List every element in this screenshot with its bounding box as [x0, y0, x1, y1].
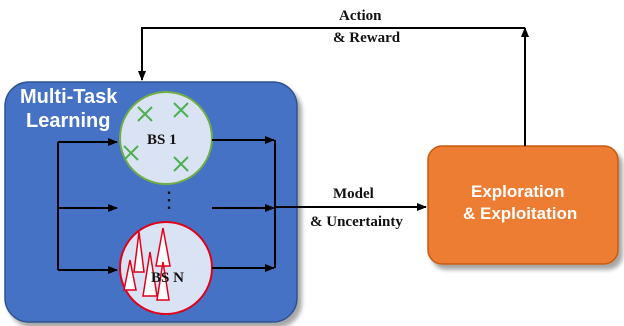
- ee-line2: & Exploitation: [463, 204, 578, 223]
- input-bus: [57, 138, 118, 274]
- model-label: Model: [333, 186, 374, 202]
- bs-n-label: BS N: [151, 270, 184, 286]
- bs-1-label: BS 1: [147, 132, 177, 148]
- action-label: Action: [339, 8, 382, 24]
- mtl-title-line2: Learning: [26, 110, 111, 132]
- exploration-exploitation-block: [427, 145, 619, 265]
- mtl-title-line1: Multi-Task: [20, 86, 118, 108]
- reward-label: & Reward: [333, 30, 401, 46]
- uncertainty-label: & Uncertainty: [310, 214, 403, 230]
- ee-line1: Exploration: [471, 182, 565, 201]
- bs-dots: ⋮: [158, 187, 180, 212]
- action-reward-return-arrow: [138, 27, 525, 81]
- output-bus: [212, 136, 276, 272]
- x-mark-icon: [123, 102, 189, 172]
- triangle-icon: [123, 227, 171, 301]
